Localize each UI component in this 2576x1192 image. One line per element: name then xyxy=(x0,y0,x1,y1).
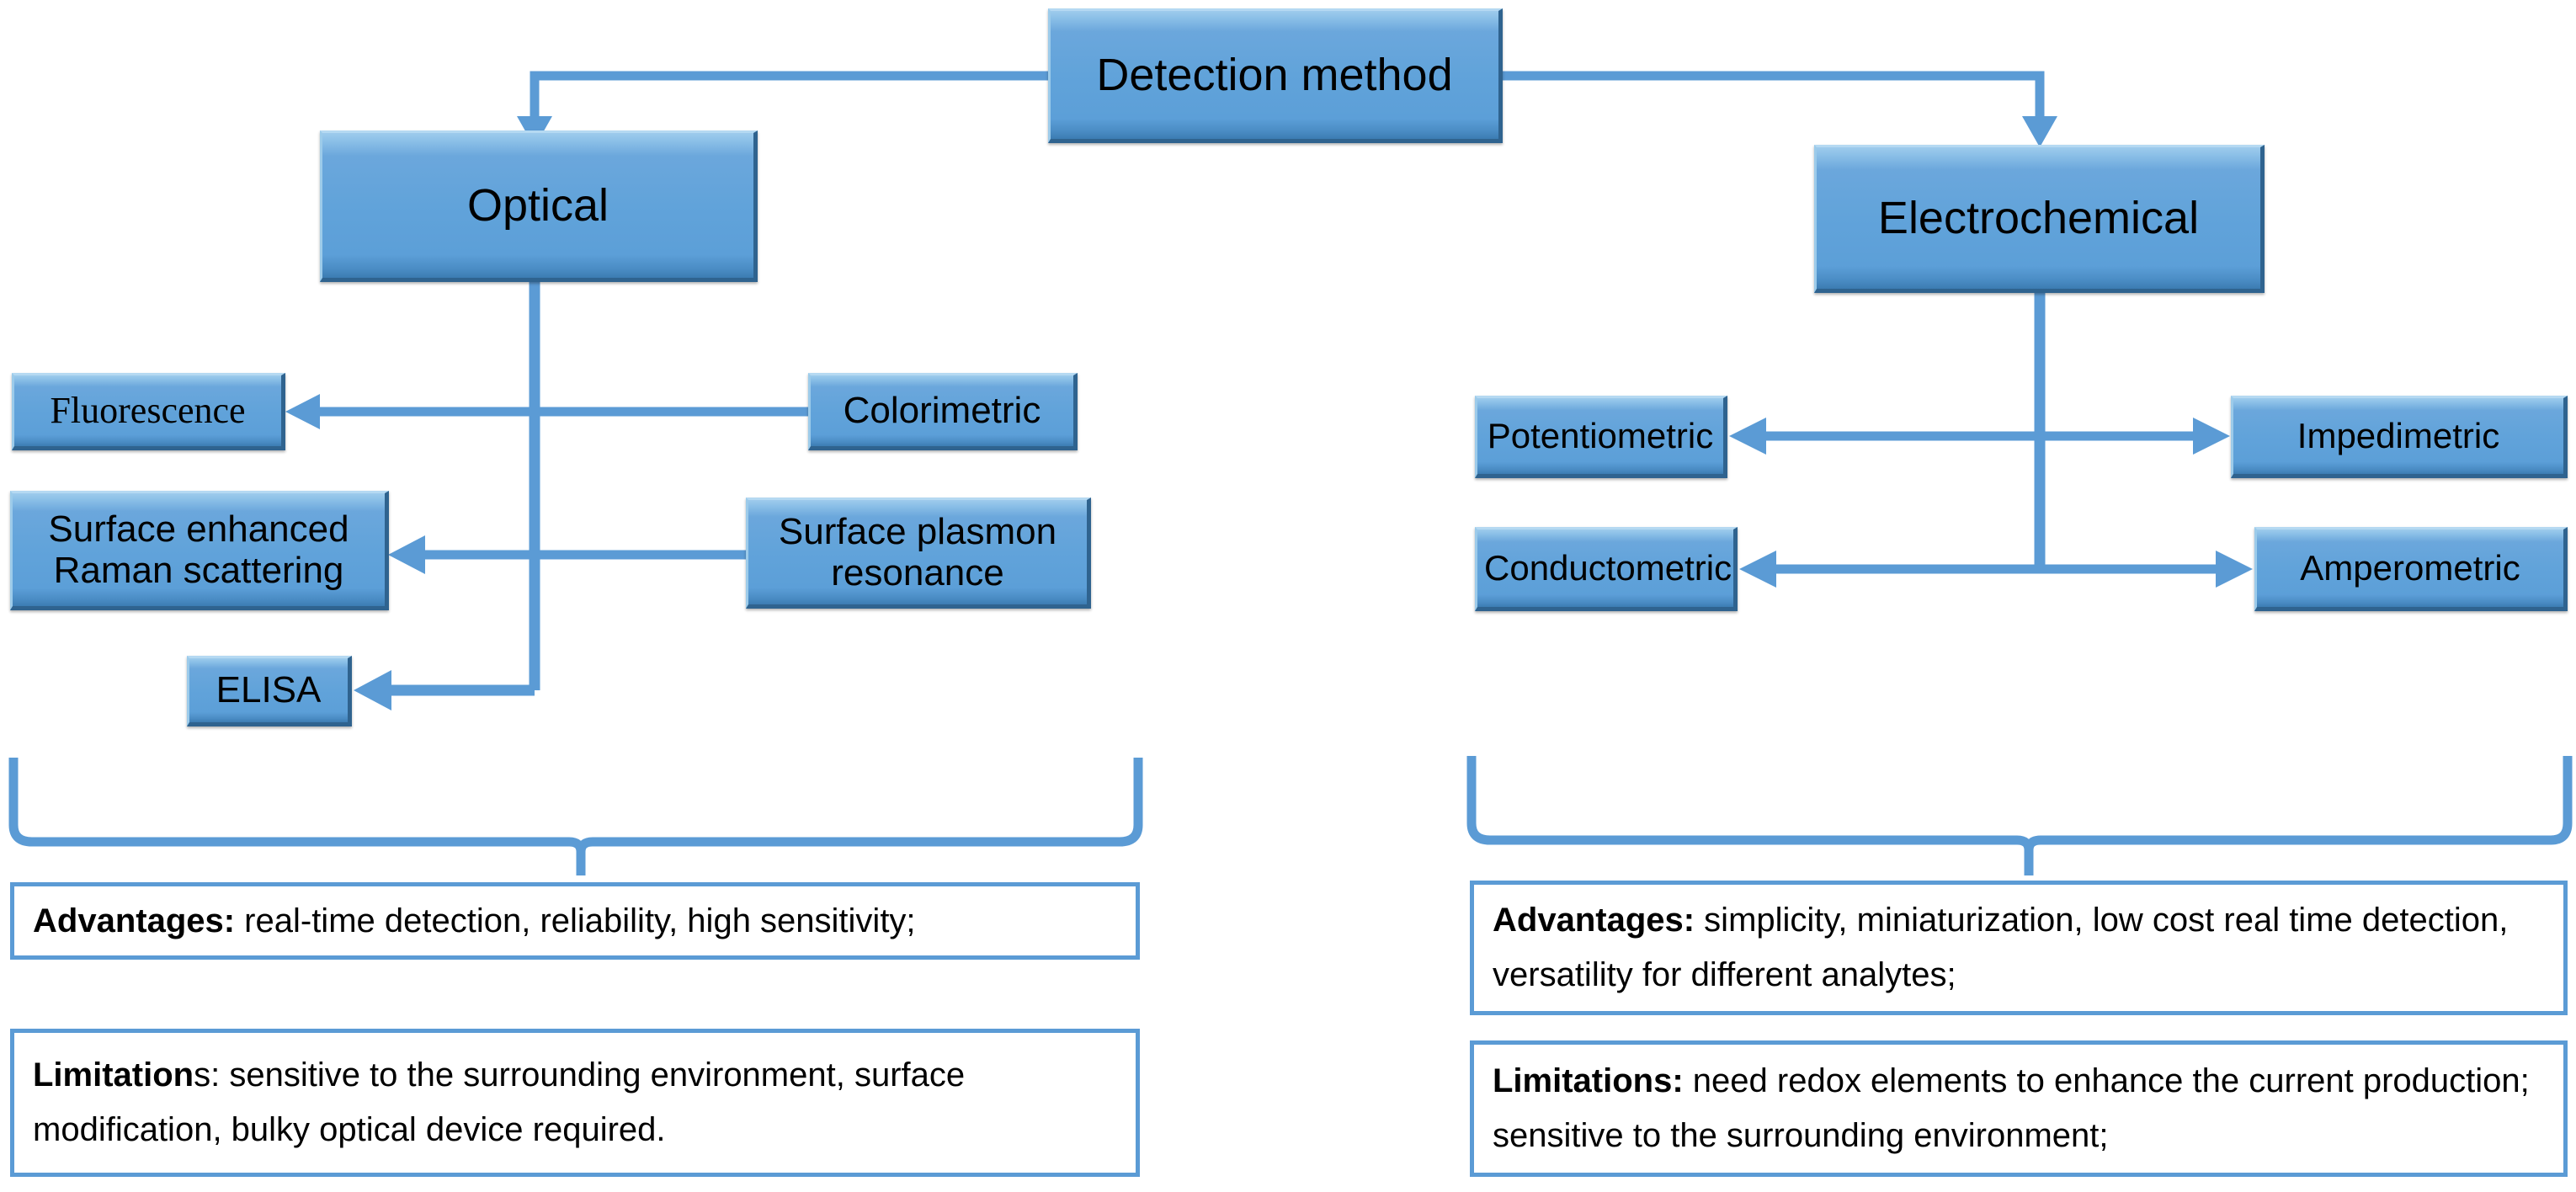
panel-heading: Limitation xyxy=(33,1056,194,1094)
node-label-line2: resonance xyxy=(831,552,1004,593)
node-colorimetric[interactable]: Colorimetric xyxy=(808,373,1078,450)
node-potentiometric[interactable]: Potentiometric xyxy=(1475,396,1727,478)
node-label: Amperometric xyxy=(2300,548,2520,588)
panel-body: need redox elements to enhance the curre… xyxy=(1493,1062,2530,1154)
panel-text: Limitations: need redox elements to enha… xyxy=(1493,1054,2545,1163)
node-label-line1: Surface plasmon xyxy=(778,510,1057,552)
node-label: Fluorescence xyxy=(50,390,246,432)
node-label: Potentiometric xyxy=(1487,416,1714,456)
node-optical[interactable]: Optical xyxy=(320,130,758,282)
panel-electrochemical-advantages: Advantages: simplicity, miniaturization,… xyxy=(1470,881,2568,1015)
node-label-line1: Surface enhanced xyxy=(48,508,349,550)
electrochemical-summary-brace xyxy=(1466,756,2573,875)
panel-text: Advantages: real-time detection, reliabi… xyxy=(33,894,1117,949)
panel-electrochemical-limitations: Limitations: need redox elements to enha… xyxy=(1470,1040,2568,1177)
node-label: Detection method xyxy=(1096,49,1453,100)
panel-heading: Advantages: xyxy=(1493,902,1695,939)
panel-body: real-time detection, reliability, high s… xyxy=(235,902,916,939)
node-surface-plasmon-resonance[interactable]: Surface plasmon resonance xyxy=(746,498,1091,609)
node-electrochemical[interactable]: Electrochemical xyxy=(1814,145,2265,293)
electrochemical-branch-connectors xyxy=(1729,293,2253,588)
panel-optical-limitations: Limitations: sensitive to the surroundin… xyxy=(10,1029,1140,1177)
node-label-line2: Raman scattering xyxy=(53,550,344,591)
node-fluorescence[interactable]: Fluorescence xyxy=(12,373,285,450)
node-surface-enhanced-raman-scattering[interactable]: Surface enhanced Raman scattering xyxy=(10,491,389,610)
panel-heading: Limitations: xyxy=(1493,1062,1684,1100)
node-label: Electrochemical xyxy=(1877,192,2200,243)
node-amperometric[interactable]: Amperometric xyxy=(2254,527,2568,611)
panel-text: Limitations: sensitive to the surroundin… xyxy=(33,1048,1117,1157)
node-label: Optical xyxy=(466,179,609,231)
panel-heading: Advantages: xyxy=(33,902,236,939)
node-detection-method[interactable]: Detection method xyxy=(1048,8,1503,143)
node-label: Impedimetric xyxy=(2297,416,2500,456)
node-impedimetric[interactable]: Impedimetric xyxy=(2231,396,2568,478)
node-label: Colorimetric xyxy=(843,390,1041,432)
node-label: ELISA xyxy=(216,669,322,711)
panel-text: Advantages: simplicity, miniaturization,… xyxy=(1493,893,2545,1003)
panel-optical-advantages: Advantages: real-time detection, reliabi… xyxy=(10,882,1140,960)
node-elisa[interactable]: ELISA xyxy=(187,656,352,726)
node-label: Conductometric xyxy=(1484,548,1732,588)
optical-summary-brace xyxy=(8,758,1143,875)
node-conductometric[interactable]: Conductometric xyxy=(1475,527,1738,611)
panel-body: simplicity, miniaturization, low cost re… xyxy=(1493,902,2509,993)
panel-body: s: sensitive to the surrounding environm… xyxy=(33,1056,966,1148)
